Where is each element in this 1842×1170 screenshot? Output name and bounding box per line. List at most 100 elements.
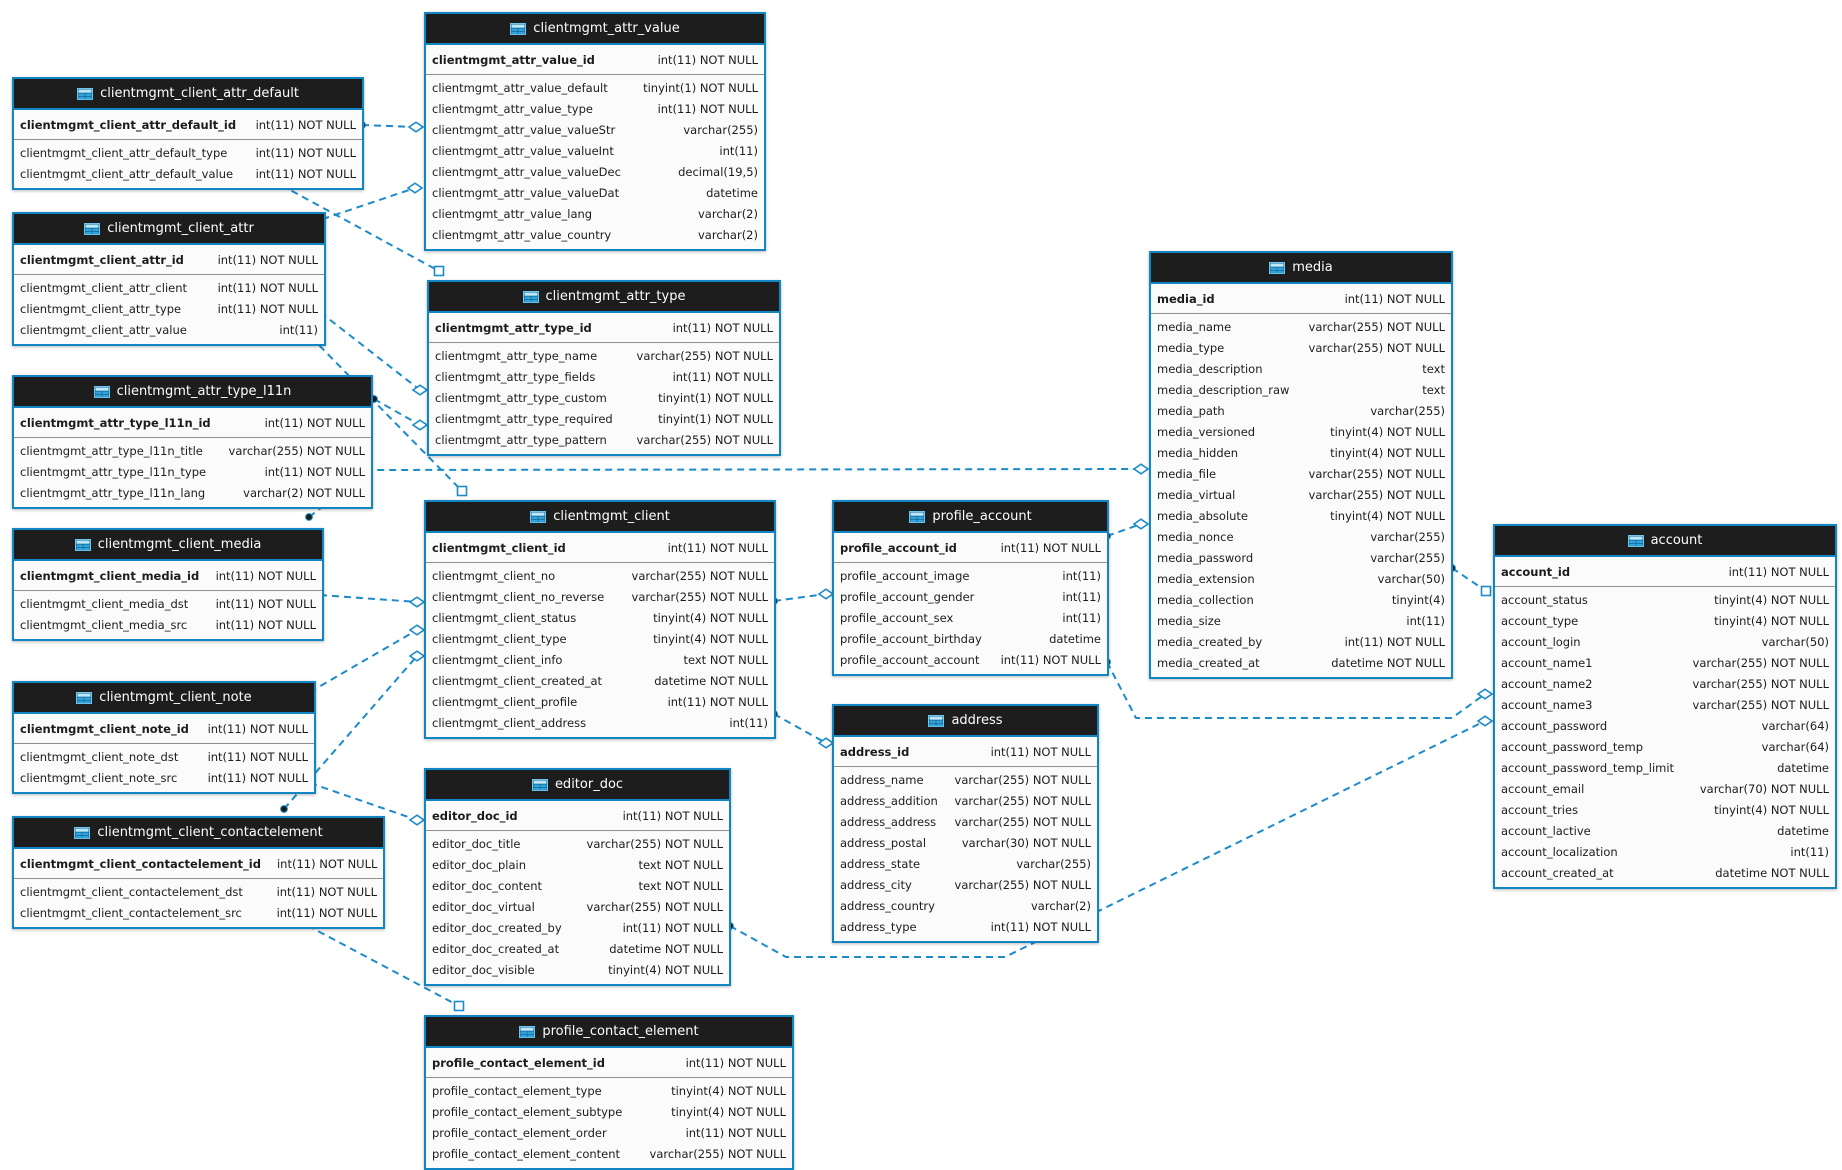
table-clientmgmt_client_attr_default[interactable]: clientmgmt_client_attr_default clientmgmt… bbox=[12, 77, 364, 190]
table-header[interactable]: editor_doc bbox=[426, 770, 729, 801]
relationship-connector-attr_default_value-to-attr_value[interactable] bbox=[358, 121, 425, 133]
table-header[interactable]: clientmgmt_client_media bbox=[14, 530, 322, 561]
table-header[interactable]: clientmgmt_client bbox=[426, 502, 774, 533]
table-header[interactable]: profile_account bbox=[834, 502, 1107, 533]
table-clientmgmt_client_contactelement[interactable]: clientmgmt_client_contactelement clientmg… bbox=[12, 816, 385, 929]
relationship-connector-attr_type_l11n_type-to-attr_type[interactable] bbox=[370, 395, 429, 431]
table-header[interactable]: profile_contact_element bbox=[426, 1017, 792, 1048]
relationship-connector-client_media_dst-to-client[interactable] bbox=[316, 591, 426, 608]
table-header[interactable]: clientmgmt_client_attr_default bbox=[14, 79, 362, 110]
table-header[interactable]: account bbox=[1495, 526, 1835, 557]
table-header[interactable]: address bbox=[834, 706, 1097, 737]
table-header[interactable]: clientmgmt_client_attr bbox=[14, 214, 324, 245]
table-header[interactable]: media bbox=[1151, 253, 1451, 284]
table-header[interactable]: clientmgmt_client_contactelement bbox=[14, 818, 383, 849]
table-header[interactable]: clientmgmt_client_note bbox=[14, 683, 314, 714]
table-header[interactable]: clientmgmt_attr_value bbox=[426, 14, 764, 45]
